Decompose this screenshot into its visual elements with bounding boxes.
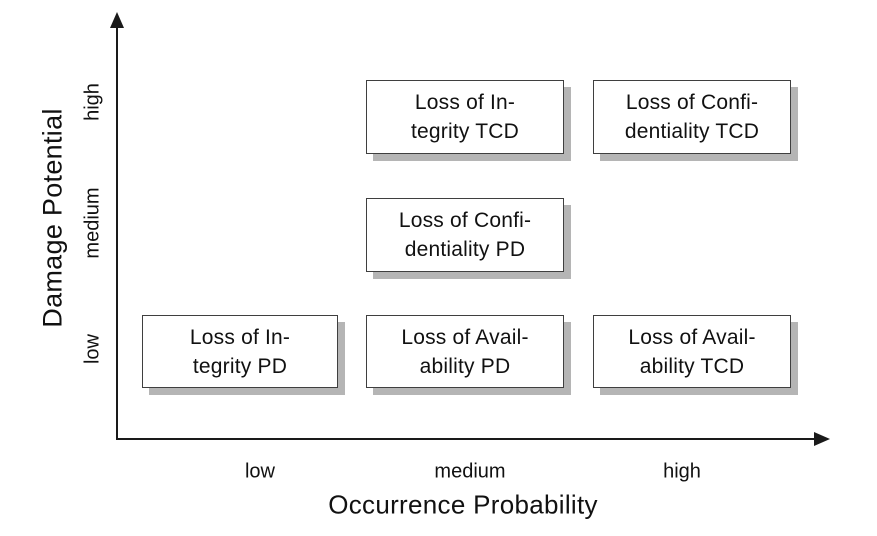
node-label-line: Loss of In- <box>189 325 291 349</box>
node-loss-of-confidentiality-tcd: Loss of Confi- dentiality TCD <box>593 80 791 154</box>
y-axis-line <box>116 24 118 440</box>
x-tick-label-low: low <box>244 460 276 483</box>
node-loss-of-availability-tcd: Loss of Avail- ability TCD <box>593 315 791 388</box>
x-axis-line <box>117 438 816 440</box>
node-loss-of-confidentiality-pd: Loss of Confi- dentiality PD <box>366 198 564 272</box>
y-axis-arrowhead-icon <box>110 12 124 28</box>
node-label-line: tegrity PD <box>192 354 288 378</box>
node-label-line: ability TCD <box>639 354 745 378</box>
x-tick-label-medium: medium <box>434 460 506 483</box>
y-tick-label-high: high <box>81 83 104 121</box>
node-label-line: ability PD <box>419 354 511 378</box>
node-loss-of-integrity-tcd: Loss of In- tegrity TCD <box>366 80 564 154</box>
x-axis-arrowhead-icon <box>814 432 830 446</box>
x-tick-label-high: high <box>663 460 701 483</box>
node-label-line: Loss of Confi- <box>625 91 759 114</box>
y-tick-label-low: low <box>81 333 104 365</box>
node-loss-of-integrity-pd: Loss of In- tegrity PD <box>142 315 338 388</box>
node-label-line: Loss of Avail- <box>401 325 529 349</box>
node-label-line: Loss of Avail- <box>628 325 756 349</box>
node-label-line: Loss of Confi- <box>398 209 532 232</box>
y-tick-label-medium: medium <box>81 187 104 259</box>
node-label-line: tegrity TCD <box>411 120 519 143</box>
node-loss-of-availability-pd: Loss of Avail- ability PD <box>366 315 564 388</box>
x-axis-title: Occurrence Probability <box>328 489 598 520</box>
node-label-line: dentiality PD <box>404 238 526 261</box>
node-label-line: dentiality TCD <box>624 120 760 143</box>
y-axis-title: Damage Potential <box>37 108 68 328</box>
node-label-line: Loss of In- <box>414 91 516 114</box>
